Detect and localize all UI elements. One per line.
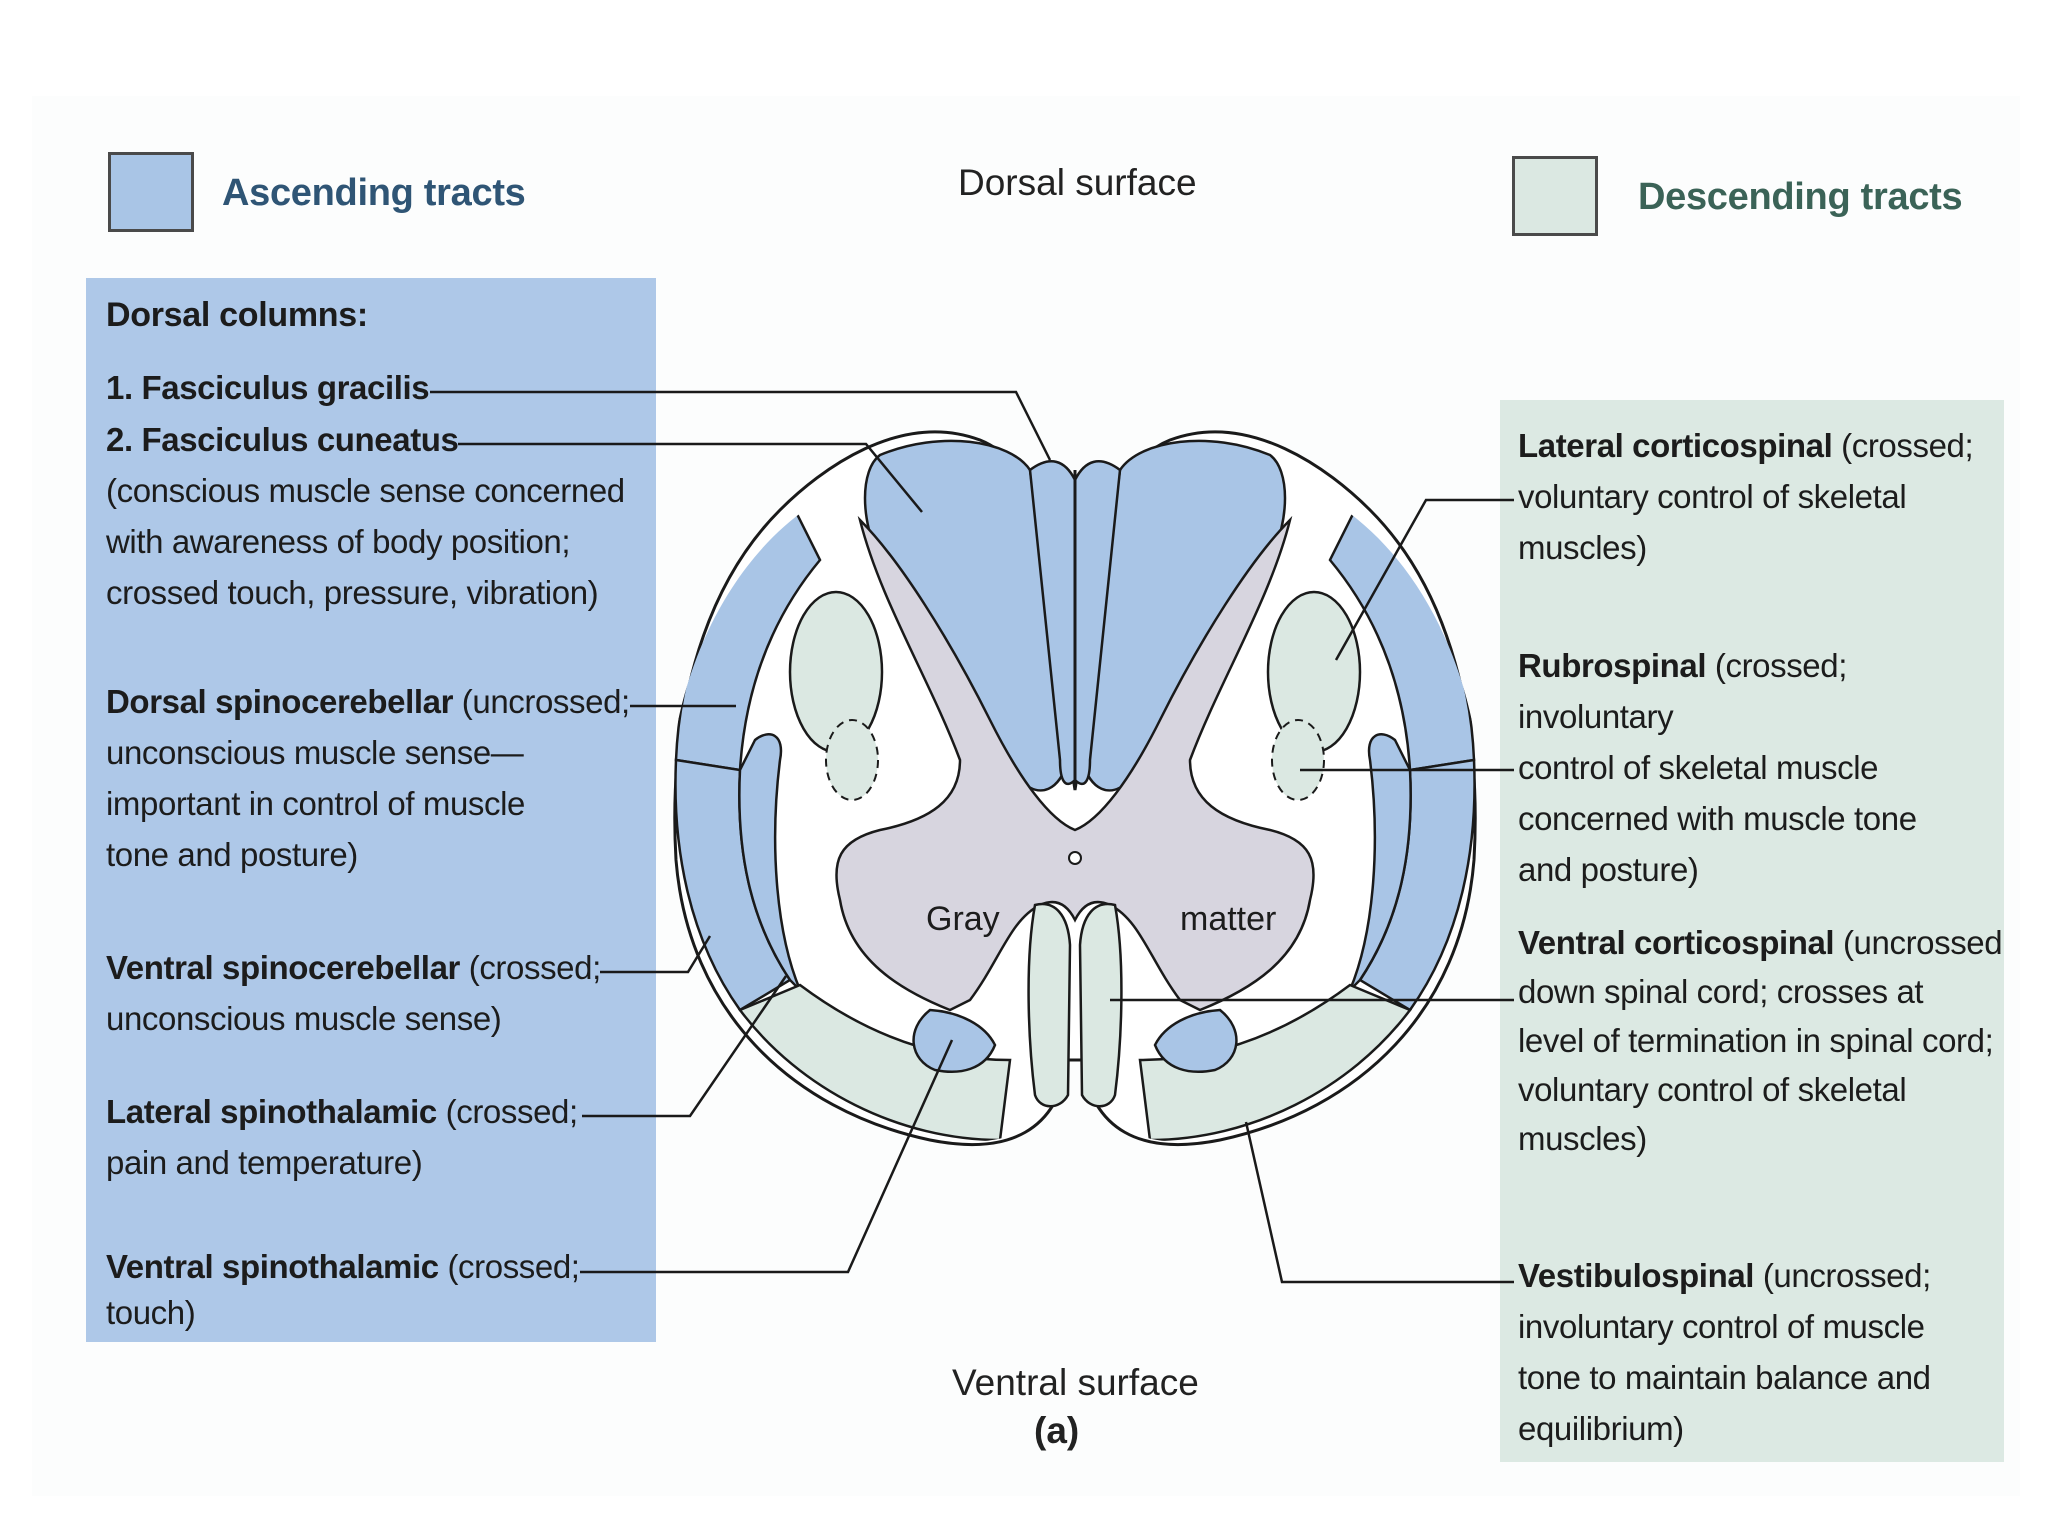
ventral-spinothalamic-desc-1: (crossed; [438, 1248, 580, 1285]
vestibulospinal-desc-4: equilibrium) [1518, 1410, 1684, 1447]
ventral-corticospinal-tract-left [1027, 902, 1072, 1108]
lateral-spinothalamic-desc-2: pain and temperature) [106, 1144, 423, 1181]
vestibulospinal-desc-3: tone to maintain balance and [1518, 1359, 1931, 1396]
right-leader-lines [1110, 498, 1514, 1284]
rubrospinal-tract-left [825, 719, 879, 801]
rubrospinal-desc-1: (crossed; involuntary [1518, 647, 1847, 735]
ascending-tracts-panel [86, 278, 656, 1342]
fasciculus-gracilis-label: 1. Fasciculus gracilis [106, 362, 430, 413]
descending-tracts-panel [1500, 400, 2004, 1462]
ascending-legend-swatch [108, 152, 194, 232]
ventral-spinothalamic-tract-right [1153, 1008, 1238, 1073]
dorsal-spinocerebellar-desc-2: unconscious muscle sense— [106, 734, 524, 771]
lateral-corticospinal-desc-3: muscles) [1518, 529, 1647, 566]
ventral-spinothalamic-name: Ventral spinothalamic [106, 1248, 439, 1285]
ventral-corticospinal-desc-1: (uncrossed [1834, 924, 2003, 961]
rubrospinal-desc-4: and posture) [1518, 851, 1699, 888]
ventral-surface-label: Ventral surface [952, 1362, 1199, 1403]
leader-fasciculus-cuneatus [458, 442, 923, 513]
ventral-spinothalamic-tract-left [912, 1008, 997, 1073]
lateral-corticospinal-name: Lateral corticospinal [1518, 427, 1833, 464]
ventral-spinothalamic-label: Ventral spinothalamic (crossed; touch) [106, 1244, 666, 1336]
central-canal [1068, 851, 1082, 865]
ventral-corticospinal-desc-5: muscles) [1518, 1120, 1647, 1157]
fasciculus-cuneatus-desc-1: (conscious muscle sense concerned [106, 472, 625, 509]
leader-lateral-spinothalamic [582, 975, 788, 1118]
fasciculus-gracilis-name: 1. Fasciculus gracilis [106, 369, 430, 406]
gray-matter [835, 515, 1315, 1012]
rubrospinal-desc-2: control of skeletal muscle [1518, 749, 1879, 786]
rubrospinal-label: Rubrospinal (crossed; involuntary contro… [1518, 640, 2008, 895]
vestibulospinal-label: Vestibulospinal (uncrossed; involuntary … [1518, 1250, 2008, 1454]
dorsal-columns-heading: Dorsal columns: [106, 296, 368, 334]
ventral-corticospinal-name: Ventral corticospinal [1518, 924, 1835, 961]
ventral-spinocerebellar-desc-1: (crossed; [459, 949, 602, 986]
fasciculus-cuneatus-desc-2: with awareness of body position; [106, 523, 571, 560]
rubrospinal-desc-3: concerned with muscle tone [1518, 800, 1917, 837]
dorsal-spinocerebellar-desc-3: important in control of muscle [106, 785, 526, 822]
vestibulospinal-name: Vestibulospinal [1518, 1257, 1755, 1294]
leader-vestibulospinal [1244, 1121, 1514, 1284]
dorsal-spinocerebellar-desc-1: (uncrossed; [453, 683, 630, 720]
descending-legend-swatch [1512, 156, 1598, 236]
ventral-spinocerebellar-label: Ventral spinocerebellar (crossed; uncons… [106, 942, 666, 1044]
ventral-corticospinal-label: Ventral corticospinal (uncrossed down sp… [1518, 918, 2008, 1163]
ventral-corticospinal-desc-3: level of termination in spinal cord; [1518, 1022, 1994, 1059]
rubrospinal-tract-right [1271, 719, 1325, 801]
leader-ventral-spinocerebellar [600, 935, 712, 974]
lateral-corticospinal-desc-1: (crossed; [1832, 427, 1974, 464]
ventral-corticospinal-desc-2: down spinal cord; crosses at [1518, 973, 1924, 1010]
ventral-corticospinal-desc-4: voluntary control of skeletal [1518, 1071, 1907, 1108]
ventral-spinocerebellar-desc-2: unconscious muscle sense) [106, 1000, 502, 1037]
leader-lateral-corticospinal [1334, 498, 1514, 661]
dorsal-spinocerebellar-desc-4: tone and posture) [106, 836, 358, 873]
gray-matter-label-matter: matter [1180, 900, 1276, 938]
lateral-spinothalamic-desc-1: (crossed; [436, 1093, 579, 1130]
left-leader-lines [430, 390, 1052, 1274]
lateral-spinothalamic-label: Lateral spinothalamic (crossed; pain and… [106, 1086, 666, 1188]
ventral-corticospinal-tract-right [1078, 902, 1123, 1108]
right-lateral-spinothalamic-tract [1348, 733, 1412, 991]
panel-letter: (a) [1034, 1410, 1080, 1451]
gray-matter-label-gray: Gray [926, 900, 1000, 938]
dorsal-spinocerebellar-name: Dorsal spinocerebellar [106, 683, 454, 720]
ventral-spinocerebellar-name: Ventral spinocerebellar [106, 949, 460, 986]
lateral-spinothalamic-tract [738, 733, 802, 991]
descending-legend-label: Descending tracts [1638, 176, 1963, 218]
lateral-corticospinal-label: Lateral corticospinal (crossed; voluntar… [1518, 420, 2008, 573]
dorsal-surface-label: Dorsal surface [958, 162, 1197, 203]
vestibulospinal-desc-1: (uncrossed; [1754, 1257, 1931, 1294]
ventral-spinothalamic-desc-2: touch) [106, 1294, 196, 1331]
rubrospinal-name: Rubrospinal [1518, 647, 1707, 684]
leader-ventral-spinothalamic [580, 1039, 954, 1274]
lateral-corticospinal-desc-2: voluntary control of skeletal [1518, 478, 1907, 515]
leader-fasciculus-gracilis [430, 390, 1052, 461]
vestibulospinal-desc-2: involuntary control of muscle [1518, 1308, 1925, 1345]
fasciculus-cuneatus-name: 2. Fasciculus cuneatus [106, 421, 459, 458]
dorsal-spinocerebellar-label: Dorsal spinocerebellar (uncrossed; uncon… [106, 676, 666, 880]
ascending-legend-label: Ascending tracts [222, 172, 526, 214]
fasciculus-cuneatus-label: 2. Fasciculus cuneatus (conscious muscle… [106, 414, 666, 618]
fasciculus-cuneatus-desc-3: crossed touch, pressure, vibration) [106, 574, 599, 611]
lateral-spinothalamic-name: Lateral spinothalamic [106, 1093, 437, 1130]
